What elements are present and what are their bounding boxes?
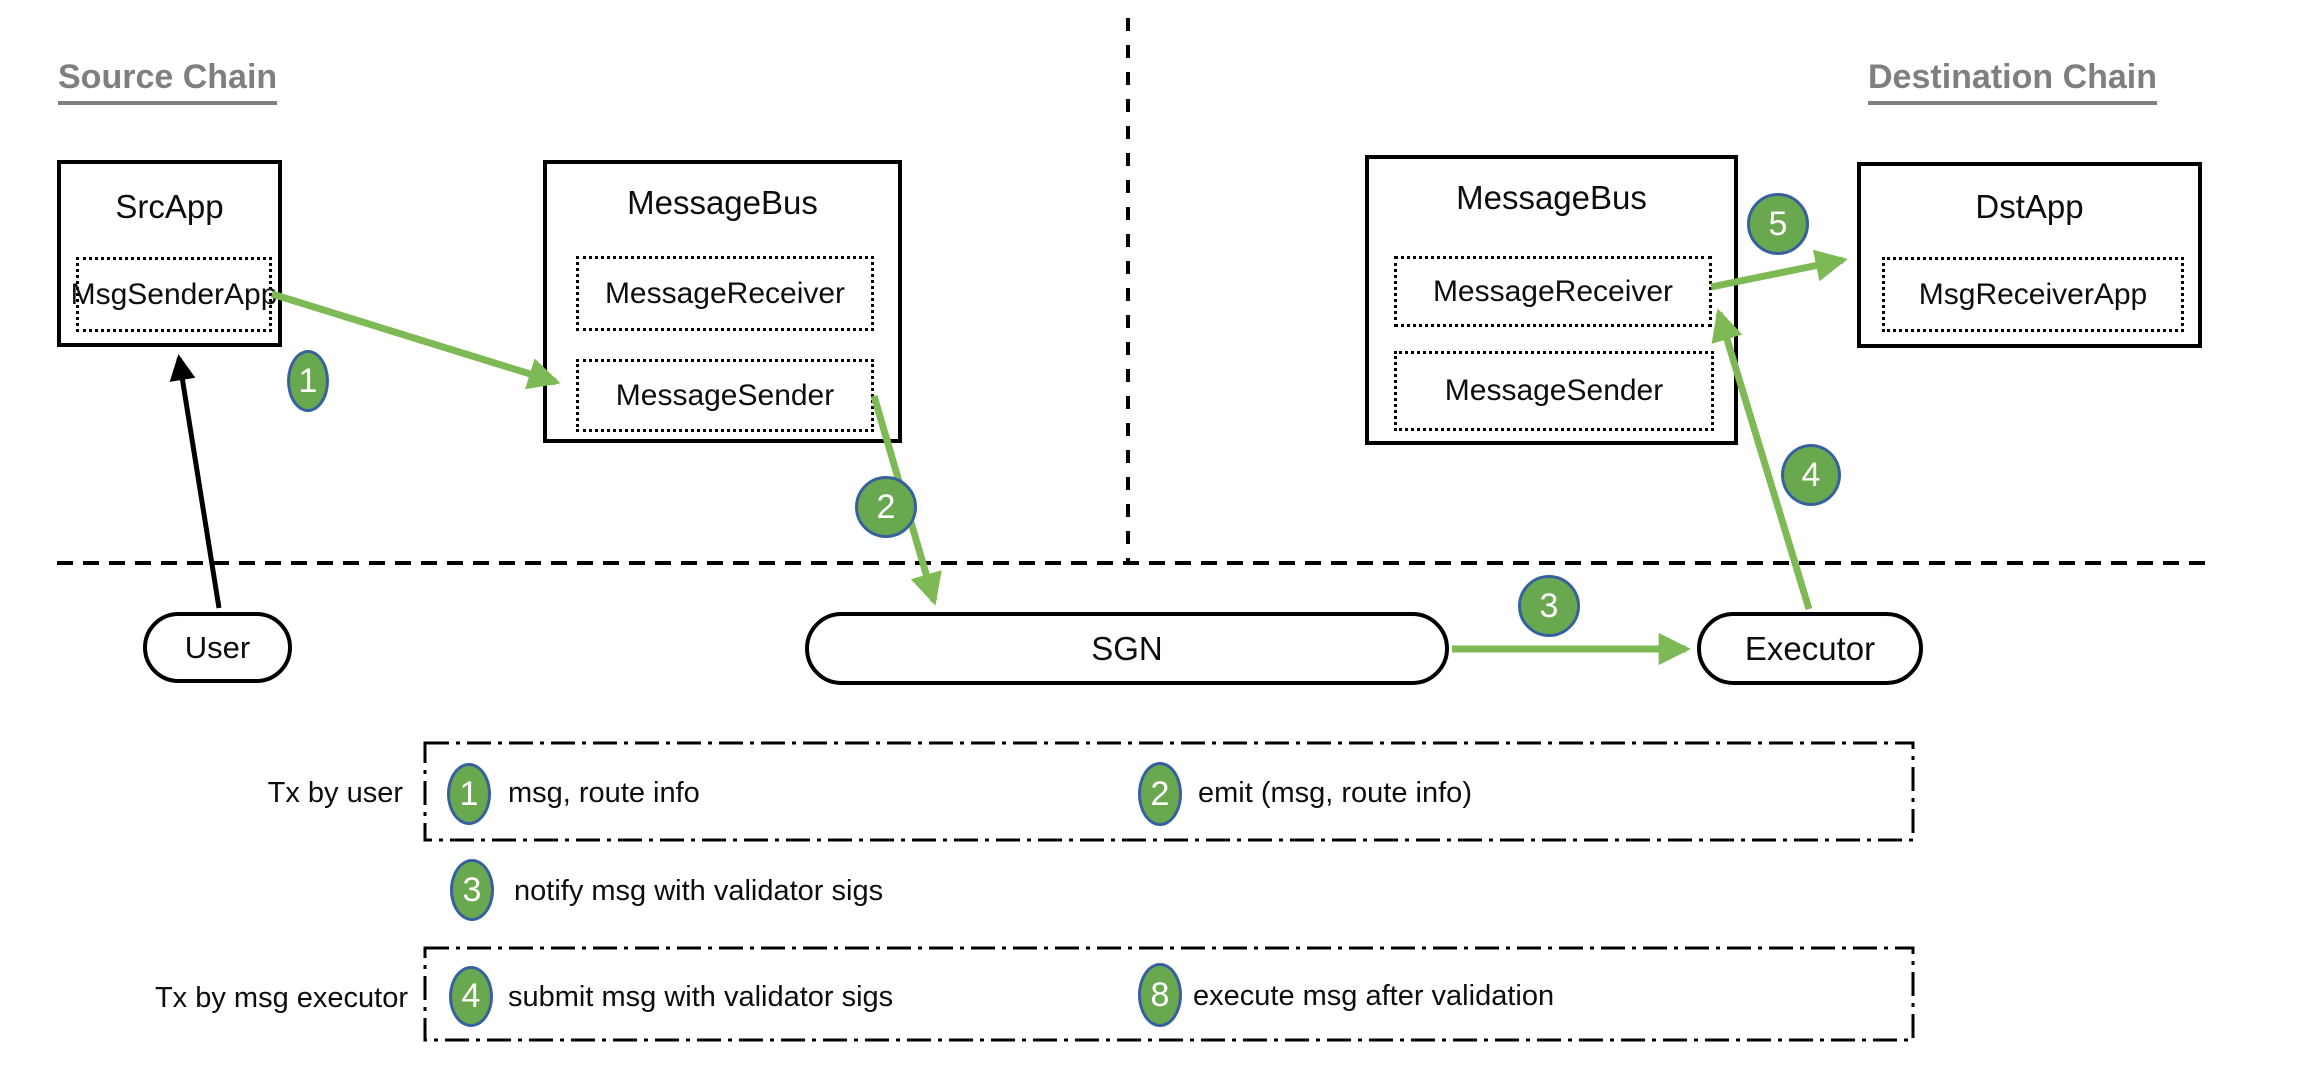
message-sender-box-source: MessageSender (576, 359, 874, 432)
destination-chain-heading: Destination Chain (1868, 58, 2158, 105)
legend-step4-text: submit msg with validator sigs (508, 981, 894, 1013)
source-chain-heading: Source Chain (58, 58, 278, 105)
legend-badge-2: 2 (1138, 762, 1182, 826)
flow-badge-4: 4 (1781, 444, 1841, 506)
message-receiver-box-destination: MessageReceiver (1394, 256, 1712, 327)
legend-badge-1: 1 (447, 763, 491, 825)
flow-badge-3: 3 (1518, 575, 1580, 637)
legend-step8-text: execute msg after validation (1193, 980, 1555, 1012)
legend-badge-8: 8 (1138, 963, 1182, 1027)
legend-step3-text: notify msg with validator sigs (514, 875, 884, 907)
src-app-title: SrcApp (115, 188, 224, 225)
legend-badge-4: 4 (449, 966, 493, 1027)
message-receiver-box-source: MessageReceiver (576, 256, 874, 331)
msg-sender-app-box: MsgSenderApp (71, 257, 277, 332)
arrow-user-to-srcapp (169, 354, 222, 609)
user-pill: User (143, 612, 292, 683)
legend-row1-label: Tx by user (267, 777, 403, 809)
message-sender-box-destination: MessageSender (1394, 351, 1714, 431)
message-bus-box-destination: MessageBus MessageReceiver MessageSender (1365, 155, 1738, 445)
msg-receiver-app-box: MsgReceiverApp (1882, 257, 2184, 332)
legend-row2-label: Tx by msg executor (154, 982, 408, 1014)
legend-step2-text: emit (msg, route info) (1198, 777, 1472, 809)
dst-app-title: DstApp (1975, 188, 2084, 225)
flow-badge-1: 1 (287, 350, 329, 412)
message-bus-title-source: MessageBus (627, 184, 818, 221)
message-bus-box-source: MessageBus MessageReceiver MessageSender (543, 160, 902, 443)
legend-step1-text: msg, route info (508, 777, 700, 809)
flow-badge-5: 5 (1747, 193, 1809, 255)
sgn-pill: SGN (805, 612, 1449, 685)
flow-badge-2: 2 (855, 476, 917, 538)
message-bus-title-destination: MessageBus (1456, 179, 1647, 216)
executor-pill: Executor (1697, 612, 1923, 685)
dst-app-box: DstApp MsgReceiverApp (1857, 162, 2202, 348)
src-app-box: SrcApp MsgSenderApp (57, 160, 282, 347)
legend-badge-3: 3 (450, 859, 494, 921)
